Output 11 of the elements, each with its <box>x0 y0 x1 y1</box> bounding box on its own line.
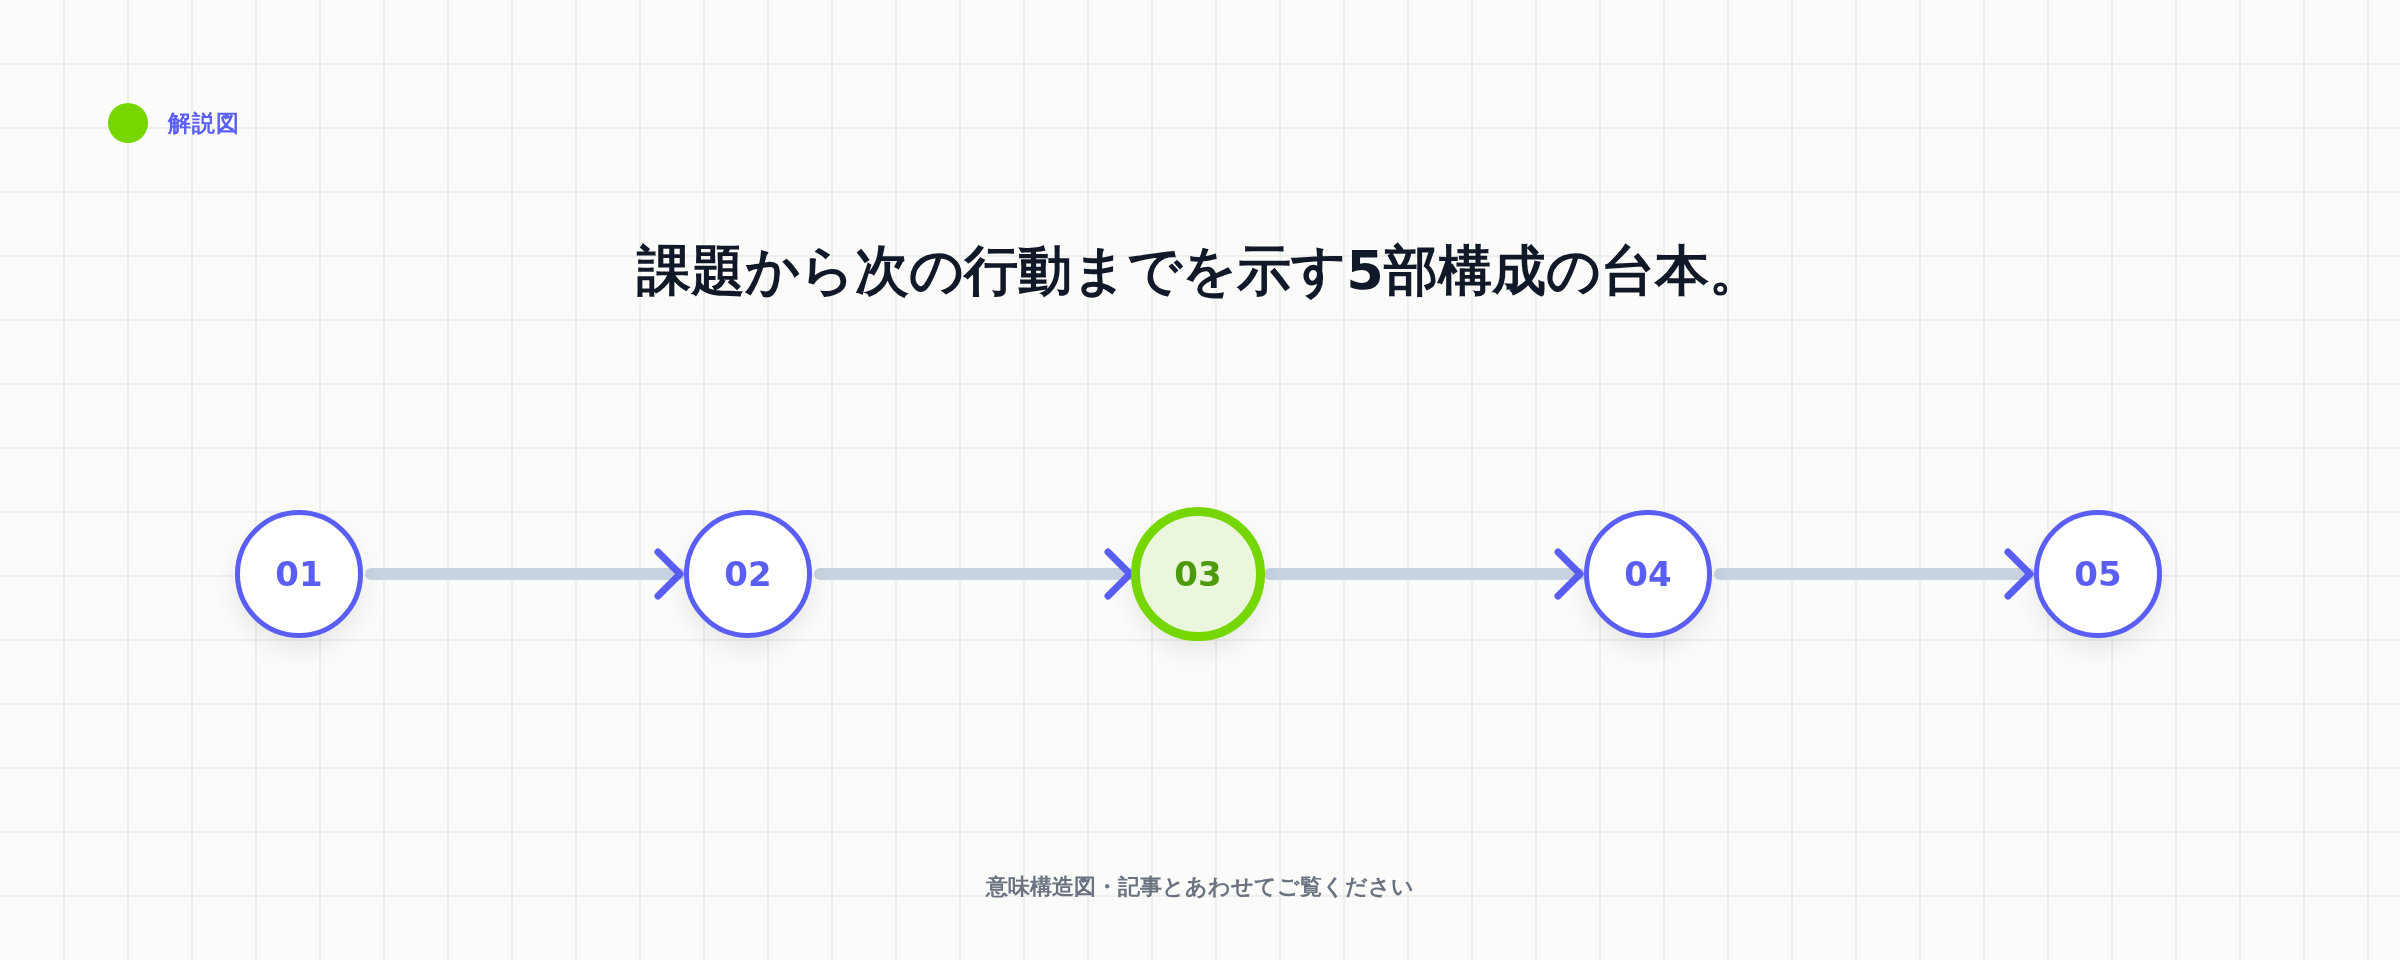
step-number: 05 <box>2074 552 2122 596</box>
title: 課題から次の行動までを示す5部構成の台本。 <box>635 238 1764 304</box>
arrow <box>1714 548 2036 600</box>
step-number: 01 <box>275 552 323 596</box>
arrow <box>365 548 686 600</box>
step-number: 03 <box>1174 552 1222 596</box>
header-label: 解説図 <box>168 109 241 138</box>
step-number: 02 <box>724 552 772 596</box>
arrow <box>1264 548 1586 600</box>
caption: 意味構造図・記事とあわせてご覧ください <box>984 873 1415 901</box>
step-number: 04 <box>1624 552 1672 596</box>
